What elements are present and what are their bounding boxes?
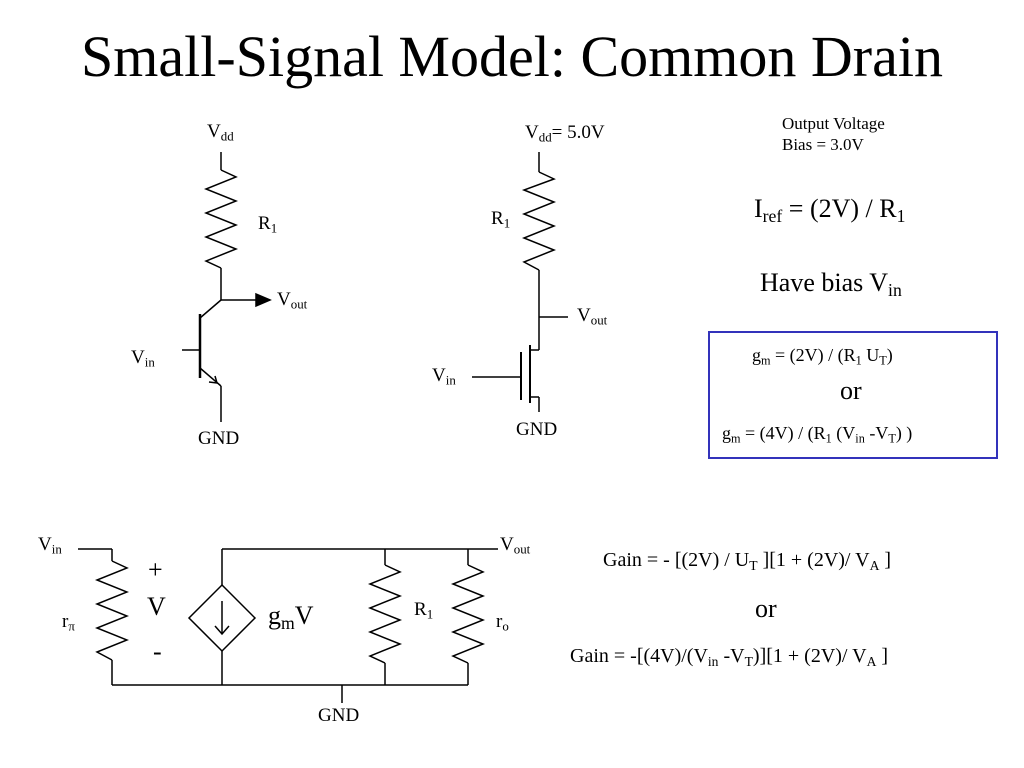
bjt-vin-label: Vin (131, 347, 155, 370)
ss-vin-label: Vin (38, 534, 62, 557)
plus-sign: + (148, 555, 163, 584)
ss-gnd-label: GND (318, 705, 360, 726)
mos-gnd-label: GND (516, 419, 558, 440)
gain-equation-1: Gain = - [(2V) / UT ][1 + (2V)/ VA ] (603, 549, 892, 573)
ss-vout-label: Vout (500, 534, 531, 557)
have-bias-text: Have bias Vin (760, 268, 902, 300)
mos-r1-resistor (521, 171, 557, 271)
bias-note-line1: Output Voltage (782, 114, 885, 133)
mos-vdd-label: Vdd= 5.0V (525, 122, 605, 145)
bjt-circuit (182, 152, 272, 422)
vout-arrowhead (255, 292, 272, 308)
bjt-r1-label: R1 (258, 213, 278, 236)
rpi-label: rπ (62, 611, 75, 634)
ro-resistor (450, 564, 486, 664)
gm-equation-1: gm = (2V) / (R1 UT) (752, 345, 893, 368)
bjt-vdd-label: Vdd (207, 121, 234, 144)
bias-note-line2: Bias = 3.0V (782, 135, 864, 154)
r1-resistor-ss (367, 564, 403, 664)
gmv-label: gmV (268, 601, 314, 633)
mos-circuit (472, 152, 568, 412)
bjt-gnd-label: GND (198, 428, 240, 449)
gain-equation-2: Gain = -[(4V)/(Vin -VT)][1 + (2V)/ VA ] (570, 645, 889, 669)
slide-title: Small-Signal Model: Common Drain (81, 24, 943, 89)
gm-equation-box (708, 331, 998, 459)
v-label: V (147, 592, 166, 621)
mos-vin-label: Vin (432, 365, 456, 388)
gm-equation-2: gm = (4V) / (R1 (Vin -VT) ) (722, 423, 913, 446)
bjt-vout-label: Vout (277, 289, 308, 312)
iref-equation: Iref = (2V) / R1 (754, 194, 906, 226)
minus-sign: - (153, 637, 162, 666)
ss-r1-label: R1 (414, 599, 434, 622)
emitter-arrow (208, 375, 219, 384)
small-signal-circuit (78, 548, 498, 703)
gain-or-text: or (755, 594, 777, 623)
gm-or-text: or (840, 376, 862, 405)
mos-vout-label: Vout (577, 305, 608, 328)
ro-label: ro (496, 611, 509, 634)
bjt-r1-resistor (203, 169, 239, 269)
rpi-resistor (94, 560, 130, 661)
mos-r1-label: R1 (491, 208, 511, 231)
